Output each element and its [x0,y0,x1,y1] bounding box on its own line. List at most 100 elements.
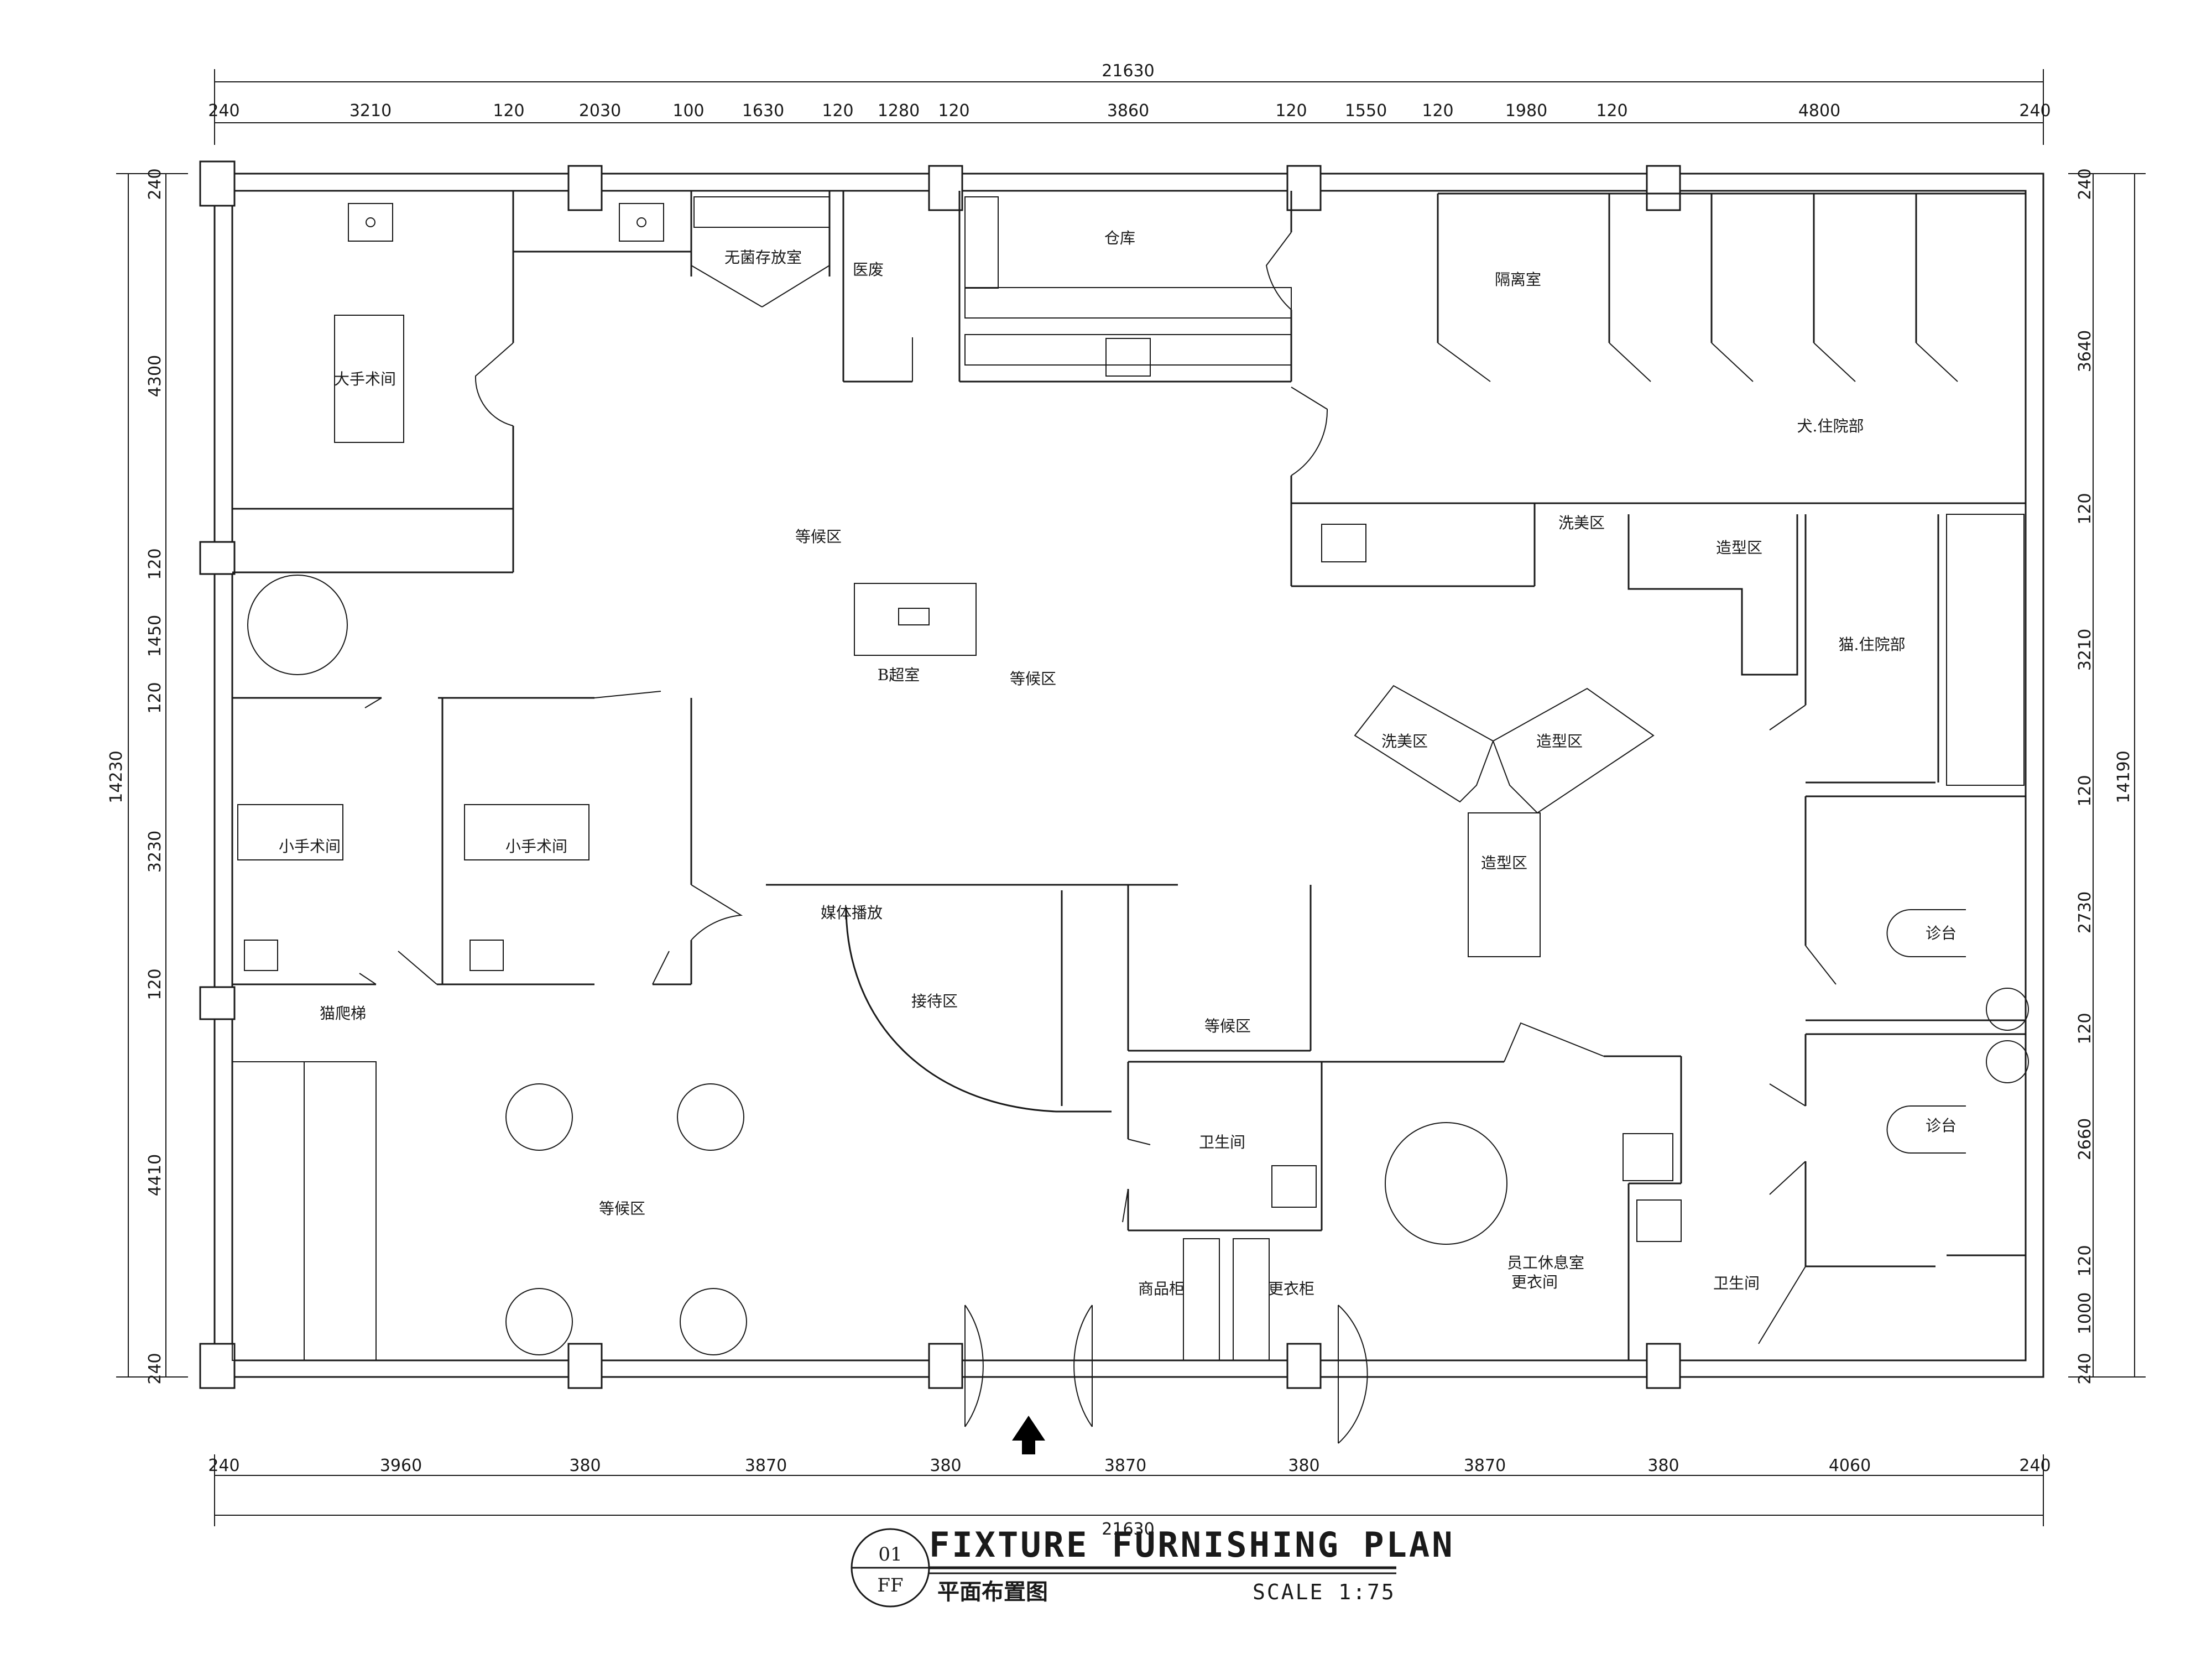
right-total-dim: 14190 [2114,750,2133,803]
left-dim: 240 [145,168,165,200]
room-label-media-play: 媒体播放 [821,904,883,922]
room-label-warehouse: 仓库 [1104,229,1135,247]
left-dim: 120 [145,682,165,713]
top-dim: 1980 [1505,101,1547,121]
top-dim: 3210 [349,101,392,121]
drawing-title: FIXTURE FURNISHING PLAN [929,1525,1455,1565]
top-dim: 120 [493,101,524,121]
left-dim: 120 [145,968,165,1000]
right-dim: 2730 [2075,891,2095,933]
right-dim: 3210 [2075,629,2095,671]
fixtures [232,196,2029,1454]
room-label-waiting-side: 等候区 [1010,670,1056,688]
room-label-restroom: 卫生间 [1713,1274,1760,1292]
top-dim: 120 [1596,101,1627,121]
top-dim: 4800 [1798,101,1840,121]
top-dim: 2030 [579,101,621,121]
room-label-exam: 诊台 [1926,924,1957,942]
right-dim: 120 [2075,493,2095,524]
room-label-minor-surgery: 小手术间 [505,837,567,855]
right-dim: 120 [2075,1013,2095,1044]
top-dim: 120 [938,101,969,121]
left-dim: 120 [145,548,165,580]
right-dim: 2660 [2075,1118,2095,1160]
top-dim: 120 [822,101,853,121]
badge-number: 01 [878,1543,902,1566]
right-dim: 240 [2075,168,2095,200]
left-dimensions: 14230 240 4300 120 1450 120 3230 120 441… [107,168,165,1384]
top-dimensions: 21630 240 3210 120 2030 100 1630 120 128… [208,61,2051,121]
top-dim: 240 [2019,101,2051,121]
room-label-staff-rest: 员工休息室 [1507,1254,1584,1272]
room-label-minor-surgery: 小手术间 [279,837,341,855]
room-labels: 大手术间 无菌存放室 医废 仓库 隔离室 犬.住院部 等候区 B超室 等候区 洗… [279,229,1957,1298]
top-dim: 120 [1275,101,1307,121]
bottom-dim: 240 [208,1456,239,1475]
room-label-grooming-wash: 洗美区 [1381,732,1428,750]
top-dim: 240 [208,101,239,121]
badge-code: FF [877,1574,903,1597]
room-label-waiting-top: 等候区 [795,528,842,546]
left-dim: 1450 [145,615,165,657]
top-dim: 1280 [878,101,920,121]
left-total-dim: 14230 [107,750,126,803]
top-dim: 1630 [742,101,784,121]
dimension-lines [116,69,2146,1526]
bottom-dim: 380 [1288,1456,1319,1475]
bottom-dim: 3960 [380,1456,422,1475]
room-label-styling: 造型区 [1716,539,1762,557]
room-label-b-ultrasound: B超室 [878,666,920,684]
bottom-dim: 380 [930,1456,961,1475]
room-label-dog-ward: 犬.住院部 [1797,417,1864,435]
bottom-dim: 3870 [745,1456,787,1475]
bottom-dim: 3870 [1104,1456,1146,1475]
bottom-dimensions: 240 3960 380 3870 380 3870 380 3870 380 … [208,1456,2051,1539]
room-label-grooming-wash: 洗美区 [1558,514,1605,532]
interior-walls [232,191,2026,1360]
bottom-dim: 240 [2019,1456,2051,1475]
left-dim: 240 [145,1353,165,1384]
room-label-styling: 造型区 [1481,854,1527,872]
room-label-exam: 诊台 [1926,1117,1957,1135]
room-label-medical-waste: 医废 [853,260,884,279]
room-label-reception: 接待区 [911,992,958,1010]
room-label-locker: 更衣柜 [1268,1280,1314,1298]
bottom-dim: 380 [1647,1456,1679,1475]
room-label-waiting-main: 等候区 [599,1199,645,1218]
room-label-cat-ward: 猫.住院部 [1839,635,1906,654]
room-label-isolation: 隔离室 [1495,270,1541,289]
bottom-dim: 380 [569,1456,601,1475]
room-label-sterile-storage: 无菌存放室 [724,248,802,267]
left-dim: 4300 [145,355,165,397]
bottom-dim: 3870 [1464,1456,1506,1475]
room-label-restroom: 卫生间 [1199,1133,1245,1151]
drawing-scale: SCALE 1:75 [1253,1580,1396,1604]
structural-columns [199,160,1681,1389]
room-label-merchandise: 商品柜 [1138,1280,1185,1298]
outer-walls [213,173,2044,1378]
right-dim: 120 [2075,1245,2095,1276]
title-block: 01 FF FIXTURE FURNISHING PLAN 平面布置图 SCAL… [851,1525,1455,1608]
room-label-waiting-middle: 等候区 [1204,1017,1251,1035]
top-dim: 1550 [1345,101,1387,121]
right-dim: 240 [2075,1353,2095,1384]
room-label-styling: 造型区 [1536,732,1583,750]
bottom-total-dim: 21630 [1102,1520,1154,1539]
right-dim: 3640 [2075,330,2095,372]
door-swings [359,232,1980,1444]
bottom-dim: 4060 [1829,1456,1871,1475]
room-label-cat-tree: 猫爬梯 [320,1004,366,1022]
room-label-changing-room: 更衣间 [1511,1273,1558,1291]
top-total-dim: 21630 [1102,61,1154,81]
left-dim: 4410 [145,1154,165,1196]
room-label-major-surgery: 大手术间 [334,370,396,388]
right-dim: 120 [2075,775,2095,806]
right-dim: 1000 [2075,1292,2095,1334]
top-dim: 100 [672,101,704,121]
top-dim: 120 [1422,101,1453,121]
left-dim: 3230 [145,831,165,873]
drawing-subtitle: 平面布置图 [937,1579,1048,1605]
top-dim: 3860 [1107,101,1149,121]
right-dimensions: 14190 240 3640 120 3210 120 2730 120 266… [2075,168,2133,1384]
